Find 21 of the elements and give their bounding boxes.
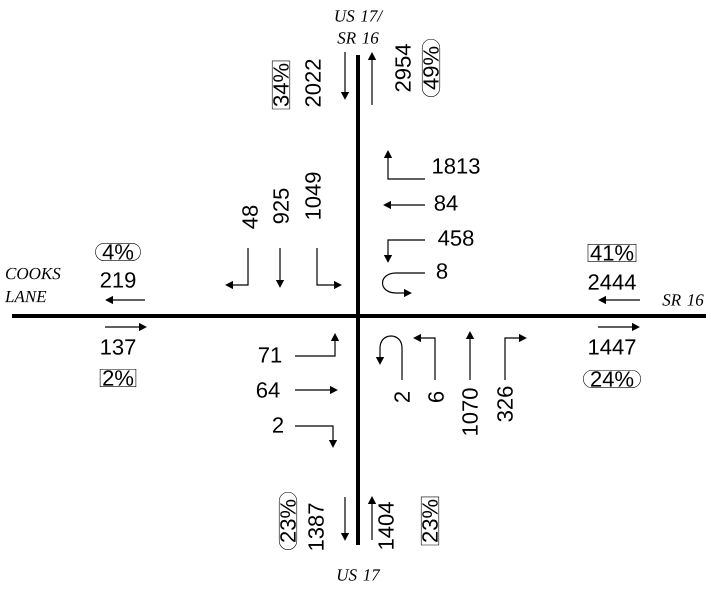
volume-label: 71 (258, 347, 282, 363)
percentage-box: 41% (588, 244, 636, 262)
percentage-box: 23% (420, 496, 440, 546)
volume-label: 8 (436, 263, 448, 279)
volume-label: 2 (394, 392, 410, 402)
volume-label: 64 (256, 382, 280, 398)
volume-label: 458 (438, 230, 474, 246)
volume-label: 2 (273, 417, 284, 433)
volume-label: 48 (242, 206, 258, 229)
percentage-box: 2% (100, 368, 136, 388)
volume-label: 84 (434, 195, 458, 211)
volume-label: 1070 (462, 388, 478, 435)
volume-label: 326 (497, 386, 513, 422)
percentage-box: 34% (272, 60, 290, 110)
volume-label: 925 (273, 188, 289, 224)
volume-label: 1813 (433, 158, 480, 174)
road-name: SR 16 (662, 294, 704, 306)
road-name: US 17 (338, 569, 380, 581)
volume-label: 1049 (305, 172, 321, 219)
road-name: US 17/ SR 16 (336, 10, 384, 44)
volume-label: 6 (428, 392, 444, 402)
